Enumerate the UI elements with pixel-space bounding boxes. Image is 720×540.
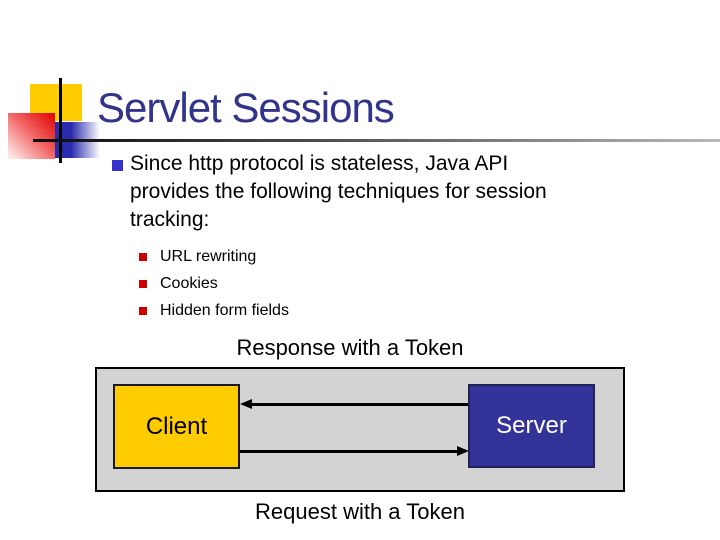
main-bullet-line: Since http protocol is stateless, Java A… [130,152,509,175]
request-token-label: Request with a Token [255,499,465,524]
slide-title: Servlet Sessions [97,84,395,131]
request-arrow-right-head-icon [457,446,469,456]
response-arrow-left-head-icon [240,399,252,409]
response-token-label: Response with a Token [236,335,464,360]
request-arrow-line [240,450,457,453]
sub-bullet-list: URL rewriting Cookies Hidden form fields [139,243,289,324]
sub-bullet-label: URL rewriting [160,247,257,265]
decoration-red-square [8,113,55,159]
client-box: Client [113,384,240,469]
sub-bullet-label: Hidden form fields [160,301,289,319]
main-bullet-line: provides the following techniques for se… [130,180,547,203]
sub-bullet-label: Cookies [160,274,218,292]
bullet-square-icon [112,160,123,171]
sub-bullet-square-icon [139,306,147,315]
list-item: Cookies [139,270,289,297]
decoration-vertical-line [59,78,62,163]
server-box: Server [468,384,595,468]
title-underline [33,139,720,142]
list-item: Hidden form fields [139,297,289,324]
sub-bullet-square-icon [139,252,147,261]
main-bullet-text: Since http protocol is stateless, Java A… [130,150,710,234]
list-item: URL rewriting [139,243,289,270]
response-arrow-line [251,403,468,406]
client-server-diagram: Client Server [95,367,625,492]
main-bullet-line: tracking: [130,208,210,231]
sub-bullet-square-icon [139,279,147,288]
